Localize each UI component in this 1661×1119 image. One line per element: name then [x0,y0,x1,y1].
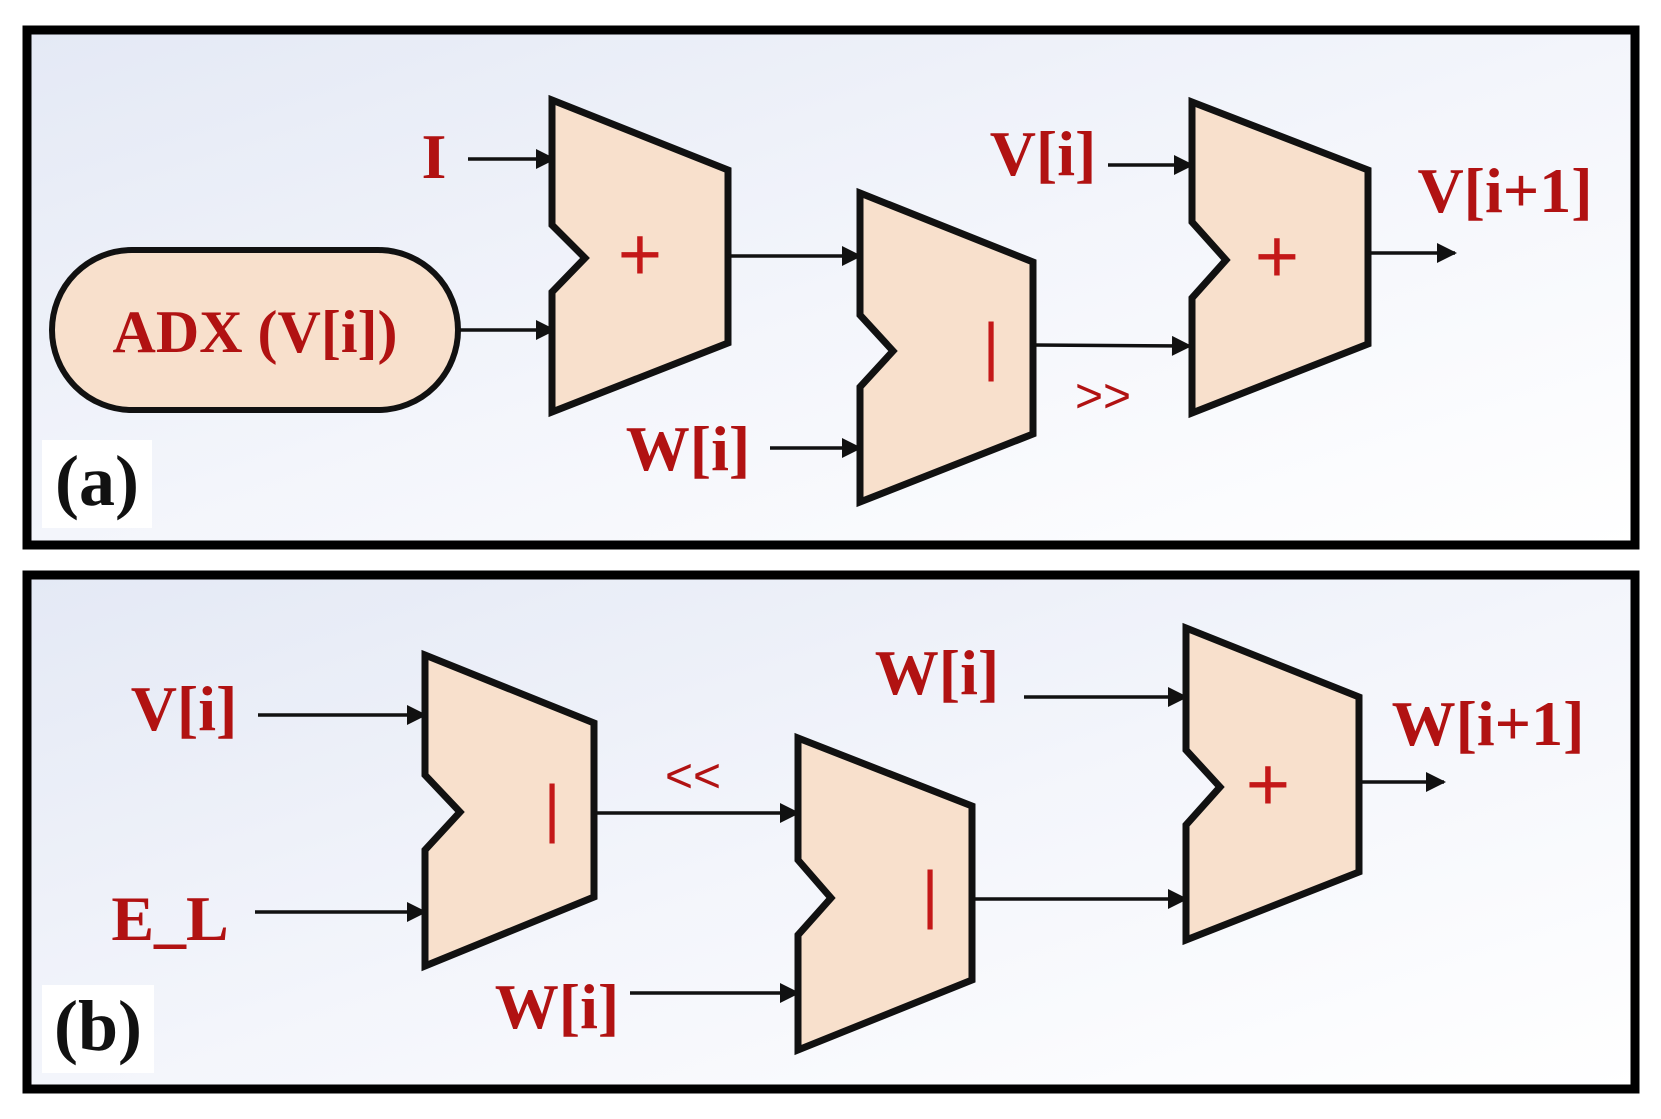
panel-a: ADX (V[i]) I + W[i] | >> V[i] + V[i+1] (… [22,25,1640,550]
alu-a3-op: + [1255,214,1299,299]
alu-b3-op: + [1246,742,1290,827]
w-i-label-b-bottom: W[i] [495,971,619,1042]
panel-b-tag: (b) [54,986,142,1066]
output-label-b: W[i+1] [1392,688,1585,759]
alu-b3-adder [1182,622,1363,946]
panel-a-tag-bg [42,440,152,528]
alu-b2-op: | [922,858,939,930]
alu-a3-adder [1188,96,1372,419]
e-l-label: E_L [111,883,228,954]
panel-a-tag: (a) [55,441,139,521]
panel-b: V[i] E_L | << W[i] | W[i] + W[i+1] (b) [22,570,1640,1094]
alu-a2-op: | [983,310,1000,382]
shift-left-label: << [665,750,721,803]
shift-right-label: >> [1075,370,1131,423]
v-i-label-b: V[i] [131,673,238,744]
alu-a2-or [856,187,1037,508]
alu-a1-adder [548,94,732,418]
alu-b1-op: | [544,772,561,844]
output-label-a: V[i+1] [1417,155,1592,226]
v-i-label-a: V[i] [990,118,1097,189]
w-i-label-b-top: W[i] [875,637,999,708]
alu-b1-or [421,649,598,972]
alu-a1-op: + [618,212,662,297]
w-i-label-a: W[i] [626,413,750,484]
adx-label: ADX (V[i]) [113,299,398,365]
wire-alu2-to-alu3 [1032,335,1192,356]
input-i-label: I [422,121,447,192]
alu-b2-or [794,732,976,1056]
panel-b-tag-bg [42,985,154,1073]
